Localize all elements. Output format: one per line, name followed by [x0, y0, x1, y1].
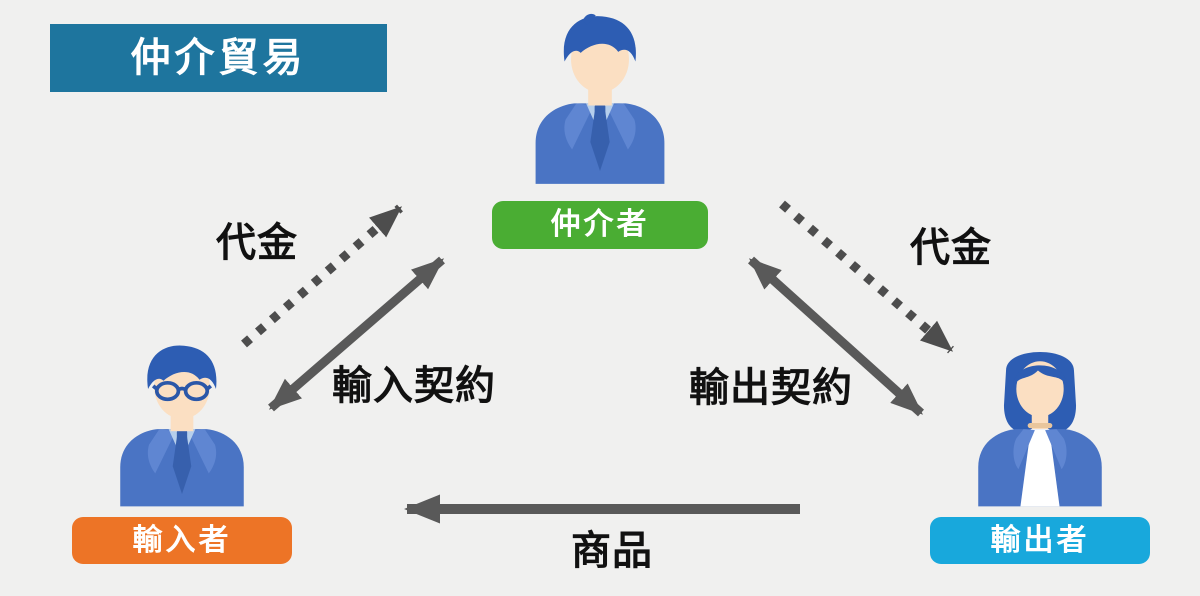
diagram-title-text: 仲介貿易 — [130, 36, 307, 80]
exporter-avatar — [978, 351, 1102, 507]
payment-arrow-importer-to-intermediary — [241, 204, 403, 348]
payment-left-label: 代金 — [216, 221, 298, 265]
import-contract-arrow — [268, 256, 445, 412]
import-contract-label: 輸入契約 — [332, 364, 496, 408]
intermediary-label-text: 仲介者 — [550, 208, 650, 241]
exporter-label-text: 輸出者 — [990, 524, 1090, 557]
export-contract-label: 輸出契約 — [689, 366, 853, 410]
glasses-icon — [151, 380, 213, 402]
payment-right-label: 代金 — [910, 226, 992, 270]
diagram-title: 仲介貿易 — [50, 24, 387, 92]
intermediary-label: 仲介者 — [492, 201, 708, 249]
importer-label-text: 輸入者 — [132, 524, 232, 557]
importer-avatar — [120, 345, 244, 507]
payment-arrow-intermediary-to-exporter — [779, 200, 954, 354]
export-contract-arrow — [747, 256, 925, 417]
intermediary-avatar — [535, 13, 665, 184]
goods-label: 商品 — [571, 529, 653, 573]
exporter-label: 輸出者 — [930, 517, 1150, 564]
importer-label: 輸入者 — [72, 517, 292, 564]
